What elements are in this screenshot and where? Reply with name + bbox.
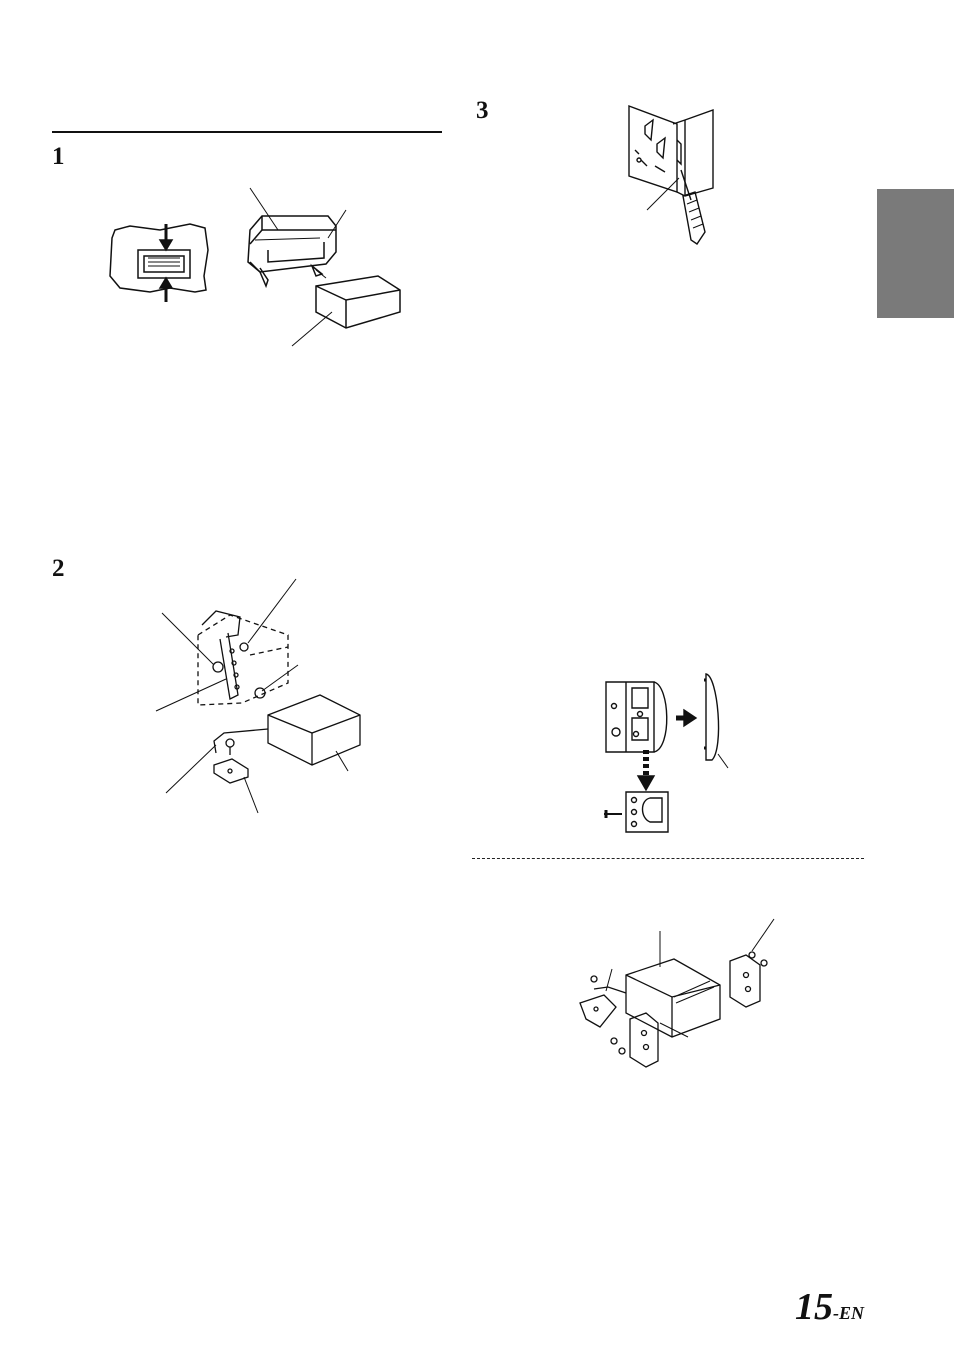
page-number: 15-EN <box>795 1288 864 1326</box>
page-number-value: 15 <box>795 1286 833 1328</box>
figure-mounting-strap <box>150 575 390 820</box>
figure-side-bracket-installation <box>560 915 785 1070</box>
section-rule <box>52 131 442 133</box>
figure-bracket-removal <box>600 668 760 843</box>
figure-mounting-sleeve <box>100 180 420 350</box>
page-number-suffix: -EN <box>833 1303 864 1323</box>
side-tab <box>877 189 954 318</box>
step-number-1: 1 <box>52 144 65 169</box>
figure-screwdriver-removal <box>625 100 725 250</box>
step-number-3: 3 <box>476 98 489 123</box>
step-number-2: 2 <box>52 556 65 581</box>
dashed-divider <box>472 858 864 859</box>
